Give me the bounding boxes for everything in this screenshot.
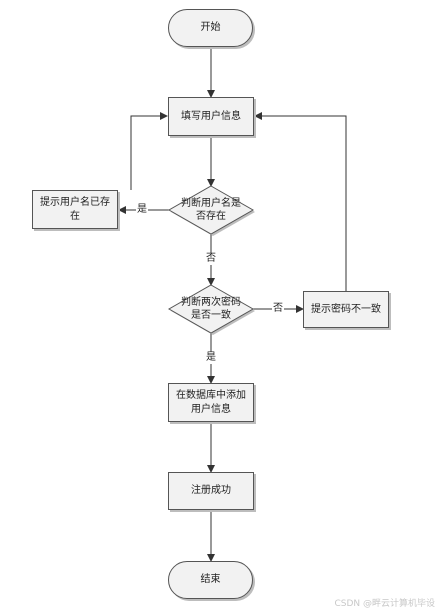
register-success-box: 注册成功 bbox=[168, 472, 254, 510]
check-password-text: 判断两次密码 是否一致 bbox=[181, 297, 241, 321]
fill-user-info-box: 填写用户信息 bbox=[168, 97, 254, 136]
password-mismatch-box: 提示密码不一致 bbox=[303, 291, 389, 328]
edge-mismatch-back-to-fill bbox=[254, 112, 347, 291]
check-username-text: 判断用户名是 否存在 bbox=[181, 198, 241, 222]
decision-password-match bbox=[167, 284, 255, 334]
username-exists-box: 提示用户名已存 在 bbox=[32, 190, 118, 229]
end-terminal: 结束 bbox=[168, 561, 253, 599]
add-to-database-box: 在数据库中添加 用户信息 bbox=[168, 383, 254, 422]
start-terminal: 开始 bbox=[168, 9, 253, 47]
watermark: CSDN @畔云计算机毕设 bbox=[334, 599, 435, 609]
label-username-yes: 是 bbox=[136, 204, 148, 216]
label-username-no: 否 bbox=[205, 253, 217, 265]
edge-exists-back-to-fill bbox=[130, 112, 168, 190]
label-password-yes: 是 bbox=[205, 352, 217, 364]
label-password-no: 否 bbox=[272, 303, 284, 315]
decision-username-exists-shape bbox=[167, 185, 255, 235]
